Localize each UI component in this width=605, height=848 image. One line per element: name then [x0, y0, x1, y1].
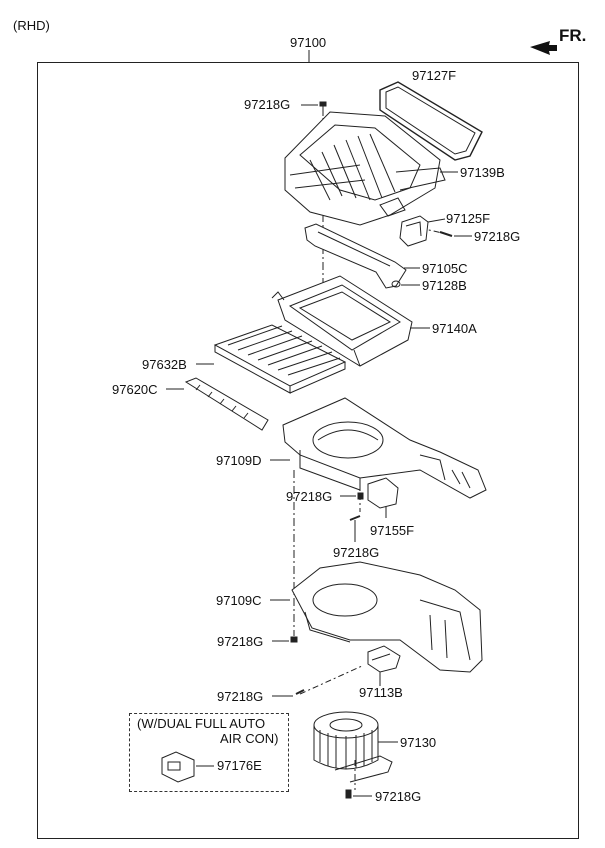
part-label-97218G: 97218G — [474, 229, 521, 244]
screw-icon-f — [295, 689, 305, 695]
part-label-97218G: 97218G — [244, 97, 291, 112]
blower-case-upper-97109D — [282, 397, 487, 499]
screw-icon-g — [345, 789, 352, 799]
assembly-number: 97100 — [290, 35, 327, 50]
option-note-line1: (W/DUAL FULL AUTO — [137, 716, 266, 731]
part-label-97128B: 97128B — [422, 278, 467, 293]
diagram-frame — [37, 62, 579, 839]
variant-label: (RHD) — [13, 18, 50, 33]
actuator-97125F — [399, 215, 429, 247]
front-arrow-icon — [530, 41, 557, 55]
resistor-97113B — [367, 645, 401, 673]
sensor-97176E — [161, 751, 195, 783]
upper-case-97139B — [284, 111, 446, 226]
part-label-97632B: 97632B — [142, 357, 187, 372]
blower-case-lower-97109C — [291, 561, 483, 673]
option-note-box — [129, 713, 289, 792]
part-label-97218G: 97218G — [375, 789, 422, 804]
part-label-97130: 97130 — [400, 735, 437, 750]
part-label-97139B: 97139B — [460, 165, 505, 180]
front-direction-label: FR. — [559, 26, 587, 45]
duct-97105C — [304, 223, 407, 289]
screw-icon-e — [290, 636, 298, 643]
filter-case-97140A — [271, 275, 413, 367]
actuator-97155F — [367, 477, 399, 509]
part-label-97140A: 97140A — [432, 321, 477, 336]
screw-icon-d — [349, 515, 361, 542]
part-label-97109C: 97109C — [216, 593, 262, 608]
part-label-97127F: 97127F — [412, 68, 457, 83]
option-note-line2: AIR CON) — [220, 731, 279, 746]
blower-motor-97130 — [313, 711, 393, 783]
part-label-97218G: 97218G — [217, 689, 264, 704]
screw-icon-c — [357, 492, 364, 500]
part-label-97113B: 97113B — [359, 685, 403, 700]
cover-97620C — [184, 377, 269, 431]
part-label-97218G: 97218G — [333, 545, 380, 560]
part-label-97218G: 97218G — [286, 489, 333, 504]
filter-97632B — [213, 324, 347, 394]
part-label-97125F: 97125F — [446, 211, 491, 226]
part-label-97105C: 97105C — [422, 261, 468, 276]
part-label-97176E: 97176E — [217, 758, 262, 773]
part-label-97109D: 97109D — [216, 453, 262, 468]
seal-97127F — [379, 81, 483, 161]
screw-icon-b — [439, 231, 453, 237]
part-label-97218G: 97218G — [217, 634, 264, 649]
clip-icon — [391, 280, 401, 288]
part-label-97620C: 97620C — [112, 382, 158, 397]
screw-icon-a — [319, 101, 327, 116]
part-label-97155F: 97155F — [370, 523, 415, 538]
